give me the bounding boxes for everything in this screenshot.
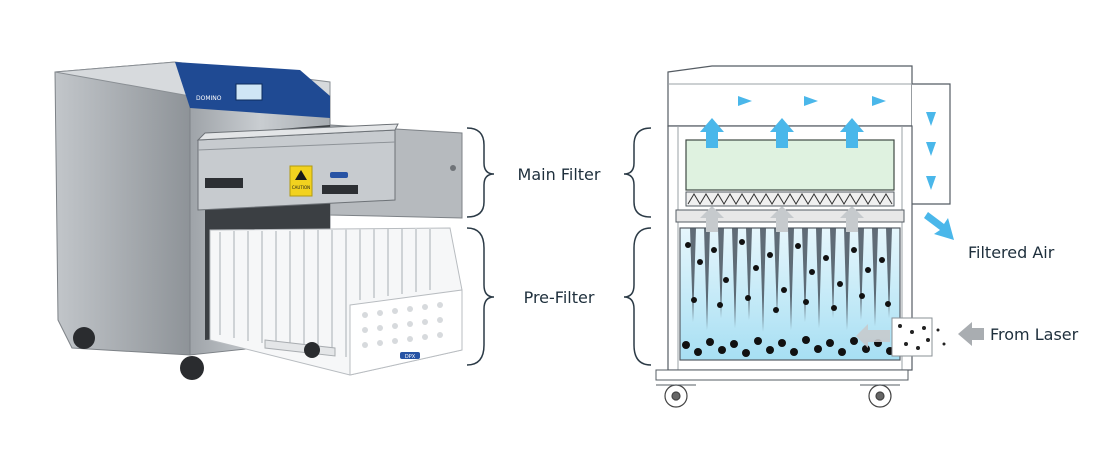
schematic	[655, 65, 984, 408]
main-filter-bracket-right	[623, 127, 652, 218]
perforation-holes	[362, 302, 443, 348]
inflow-arrow	[856, 324, 890, 348]
exhaust-housing	[667, 65, 913, 127]
airflow-arrows-up	[700, 118, 864, 148]
main-filter-label: Main Filter	[518, 165, 601, 184]
upflow-arrows	[700, 206, 864, 232]
main-filter-unit: CAUTION	[196, 123, 399, 211]
pre-filter-unit: DPX	[209, 227, 463, 376]
pre-filter-bracket-left	[466, 227, 495, 366]
schematic-castors	[664, 384, 892, 408]
base-frame	[655, 369, 909, 381]
main-filter-media	[685, 139, 895, 191]
filtered-air-label: Filtered Air	[968, 243, 1055, 262]
touch-screen	[235, 83, 263, 101]
brand-logo: DOMINO	[196, 95, 222, 102]
main-filter-pleats	[685, 191, 895, 207]
inlet-particles	[898, 324, 946, 350]
caution-label	[289, 165, 313, 197]
pre-filter-bracket-right	[623, 227, 652, 366]
main-filter-bracket-left	[466, 127, 495, 218]
pleats	[219, 228, 431, 357]
castor-wheels	[73, 327, 320, 380]
label-brackets	[466, 127, 652, 366]
caution-text: CAUTION	[292, 185, 310, 190]
product-illustration: DOMINO CAUTION	[54, 61, 463, 380]
airflow-arrows-down	[926, 112, 936, 190]
main-filter-badge	[330, 172, 348, 178]
particles	[682, 239, 894, 357]
filtered-air-arrow	[924, 212, 954, 240]
from-laser-arrow	[958, 322, 984, 346]
laser-inlet	[891, 317, 933, 357]
pre-filter-badge-text: DPX	[405, 354, 416, 360]
airflow-arrows-right	[738, 96, 886, 106]
door-latch	[450, 165, 456, 171]
pleat-zigzag	[687, 193, 893, 205]
prefilter-pleat-spikes	[690, 228, 892, 332]
pre-filter-label: Pre-Filter	[524, 288, 595, 307]
pre-filter-badge	[400, 352, 420, 359]
from-laser-label: From Laser	[990, 325, 1079, 344]
cabinet-side	[54, 61, 191, 356]
